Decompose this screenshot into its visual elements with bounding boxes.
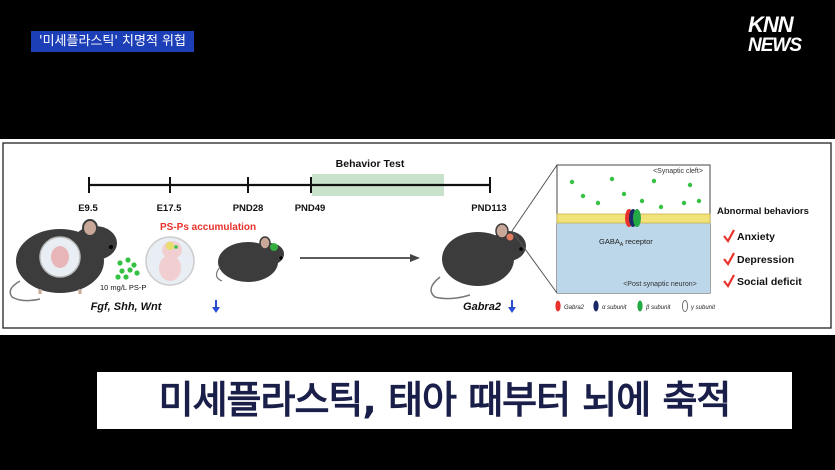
logo-line-2: NEWS: [748, 35, 802, 56]
zoom-line-bottom: [511, 230, 558, 294]
down-arrow-right-icon: [508, 300, 516, 313]
embryo-illustration: [145, 236, 195, 286]
timeline-label-pnd28: PND28: [233, 203, 264, 214]
abnormal-behaviors-title: Abnormal behaviors: [717, 206, 809, 217]
gene-right-label: Gabra2: [463, 301, 501, 313]
subunit-legend: Gabra2 α subunit β subunit γ subunit: [555, 300, 715, 312]
accumulation-label: PS-Ps accumulation: [160, 222, 256, 233]
legend-gamma: γ subunit: [691, 305, 715, 311]
post-synaptic-label: <Post synaptic neuron>: [623, 281, 697, 288]
progression-arrow-head: [410, 254, 420, 262]
check-icon-social: [723, 274, 735, 288]
legend-beta-icon: [637, 300, 643, 312]
behavior-test-label: Behavior Test: [336, 158, 405, 170]
dose-label: 10 mg/L PS-P: [100, 283, 146, 292]
legend-alpha-icon: [593, 300, 599, 312]
logo-line-1: KNN: [748, 12, 794, 37]
young-mouse-illustration: [215, 236, 284, 282]
timeline-label-e95: E9.5: [78, 203, 98, 214]
behavior-depression: Depression: [737, 254, 794, 266]
check-icon-anxiety: [723, 229, 735, 243]
topic-tag: '미세플라스틱' 치명적 위협: [31, 31, 194, 52]
behavior-anxiety: Anxiety: [737, 231, 775, 243]
headline-caption: 미세플라스틱, 태아 때부터 뇌에 축적: [97, 372, 792, 429]
timeline-label-pnd49: PND49: [295, 203, 326, 214]
legend-beta: β subunit: [645, 305, 671, 311]
synaptic-cleft-label: <Synaptic cleft>: [653, 168, 703, 175]
pregnant-mouse-illustration: [9, 219, 117, 302]
receptor-label: GABAA receptor: [599, 237, 653, 248]
legend-gabra2-icon: [555, 300, 561, 312]
behavior-social-deficit: Social deficit: [737, 276, 802, 288]
microplastic-particles: [115, 257, 140, 280]
check-icon-depression: [723, 252, 735, 266]
timeline-label-e175: E17.5: [157, 203, 183, 214]
synapse-panel: <Synaptic cleft> GABAA receptor <Post sy…: [556, 164, 711, 294]
legend-alpha: α subunit: [602, 305, 627, 311]
broadcaster-logo: KNN NEWS: [748, 12, 810, 57]
down-arrow-left-icon: [212, 300, 220, 313]
genes-left-label: Fgf, Shh, Wnt: [91, 301, 163, 313]
zoom-line-top: [511, 164, 558, 232]
figure-canvas: Behavior Test E9.5 E17.5 PND28 PND49 PND…: [2, 142, 832, 329]
legend-gamma-icon: [682, 300, 689, 312]
timeline-label-pnd113: PND113: [471, 203, 506, 214]
research-figure: Behavior Test E9.5 E17.5 PND28 PND49 PND…: [0, 139, 835, 335]
legend-gabra2: Gabra2: [564, 305, 585, 311]
